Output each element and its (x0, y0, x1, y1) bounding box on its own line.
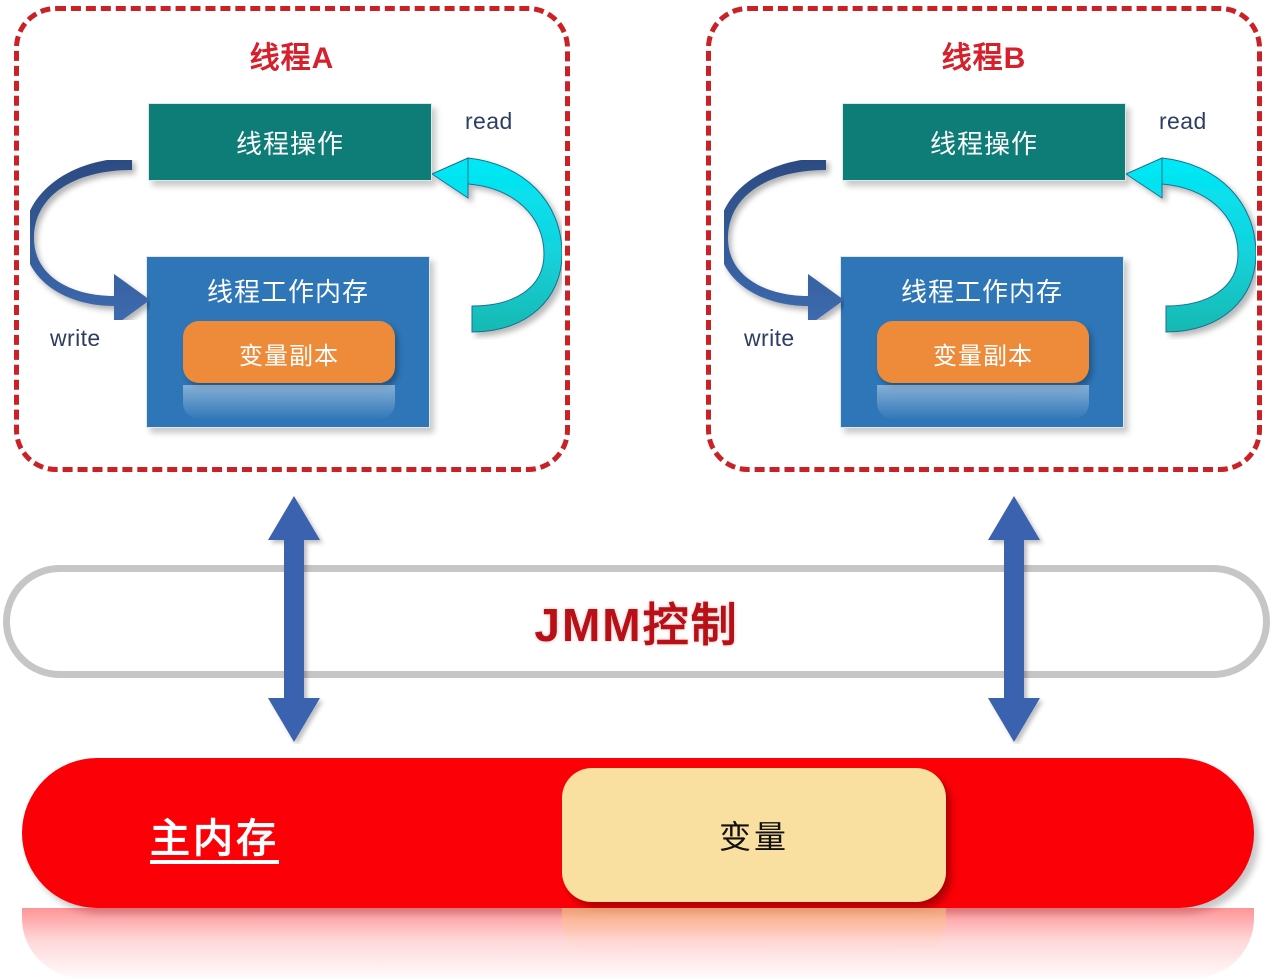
thread-a-variable-copy-label: 变量副本 (239, 343, 339, 370)
thread-b-main-memory-sync-arrow-icon (988, 496, 1040, 742)
thread-a-container: 线程A (14, 6, 570, 472)
thread-a-working-memory-box: 线程工作内存 变量副本 (146, 256, 430, 428)
main-memory-variable-label: 变量 (718, 819, 789, 855)
thread-a-variable-copy-box: 变量副本 (183, 321, 395, 383)
thread-b-operation-label: 线程操作 (929, 128, 1038, 159)
thread-a-variable-copy-reflection (183, 385, 395, 419)
jmm-control-bar: JMM控制 (3, 565, 1270, 678)
thread-a-read-label: read (465, 108, 513, 134)
thread-a-write-label: write (50, 325, 101, 351)
thread-b-container: 线程B (706, 6, 1262, 472)
main-memory-bar: 主内存 变量 (22, 758, 1254, 908)
thread-a-operation-box: 线程操作 (148, 103, 432, 181)
main-memory-variable-box: 变量 (562, 768, 946, 902)
thread-b-variable-copy-reflection (877, 385, 1089, 419)
thread-a-working-memory-label: 线程工作内存 (206, 277, 369, 307)
main-memory-reflection (22, 908, 1254, 978)
thread-b-working-memory-label: 线程工作内存 (900, 277, 1063, 307)
thread-b-title: 线程B (941, 42, 1027, 75)
thread-a-title: 线程A (249, 42, 335, 75)
thread-b-operation-box: 线程操作 (842, 103, 1126, 181)
thread-b-write-label: write (744, 325, 795, 351)
thread-b-variable-copy-label: 变量副本 (933, 343, 1033, 370)
thread-b-read-arrow-icon (1126, 157, 1256, 333)
thread-a-main-memory-sync-arrow-icon (268, 496, 320, 742)
main-memory-variable-reflection (562, 908, 946, 952)
jmm-control-label: JMM控制 (534, 598, 739, 651)
thread-a-operation-label: 线程操作 (235, 128, 344, 159)
thread-b-variable-copy-box: 变量副本 (877, 321, 1089, 383)
thread-b-read-label: read (1159, 108, 1207, 134)
main-memory-label: 主内存 (150, 817, 279, 861)
thread-a-write-arrow-icon (30, 160, 150, 320)
thread-a-read-arrow-icon (432, 157, 562, 333)
thread-b-working-memory-box: 线程工作内存 变量副本 (840, 256, 1124, 428)
thread-b-write-arrow-icon (724, 160, 844, 320)
